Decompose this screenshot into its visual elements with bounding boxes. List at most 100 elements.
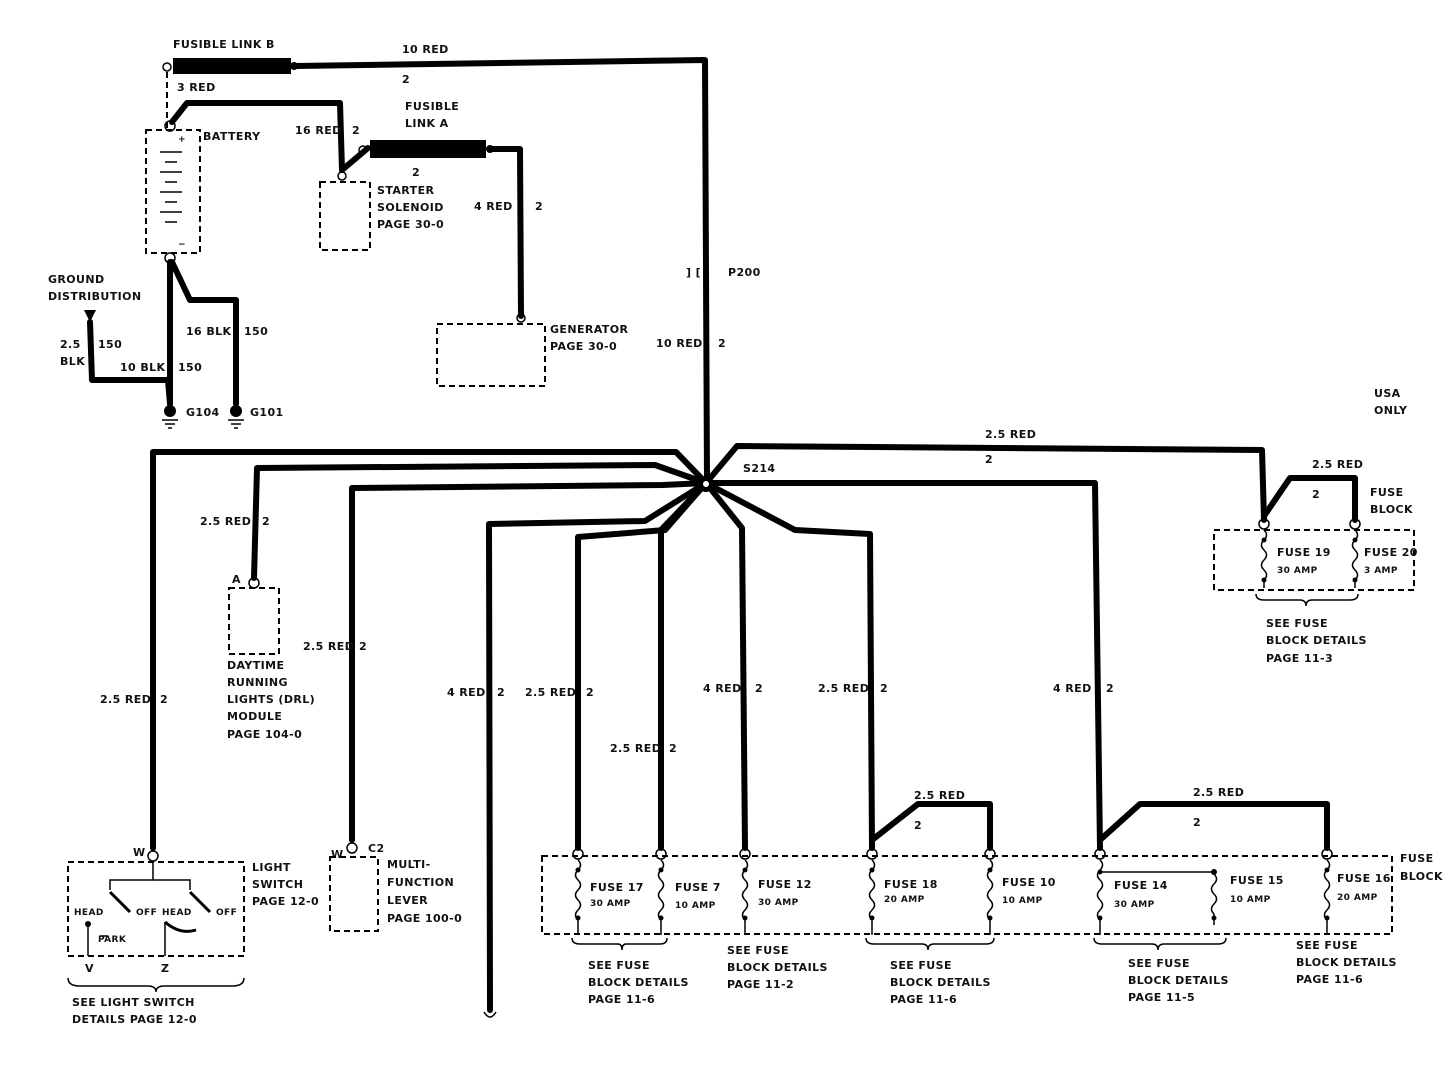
ls-pin-v: V xyxy=(85,962,94,975)
splice-label: S214 xyxy=(743,462,775,475)
fuse-19 xyxy=(1258,518,1270,588)
svg-text:−: − xyxy=(178,240,186,250)
wire-label: 10 RED xyxy=(402,43,449,56)
ground-icon xyxy=(228,405,244,429)
circuit-number: 2 xyxy=(160,693,168,706)
wire-label: 3 RED xyxy=(177,81,216,94)
bracket-icon xyxy=(67,977,245,993)
fuse-12 xyxy=(739,848,751,935)
fuse-name: FUSE 7 xyxy=(675,881,721,894)
wire-label: 4 RED xyxy=(703,682,742,695)
fuse-amp: 20 AMP xyxy=(1337,893,1378,903)
ls-pin-z: Z xyxy=(161,962,169,975)
circuit-number: 2 xyxy=(497,686,505,699)
fusible-link-a-label: FUSIBLE xyxy=(405,100,459,113)
wire-link-a xyxy=(339,145,371,173)
battery-label: BATTERY xyxy=(203,130,261,143)
mf-label: FUNCTION xyxy=(387,876,454,889)
circuit-number: 150 xyxy=(178,361,202,374)
fuse-amp: 30 AMP xyxy=(758,898,799,908)
circuit-number: 2 xyxy=(1312,488,1320,501)
starter-label: STARTER xyxy=(377,184,434,197)
ls-pin-w: W xyxy=(133,846,146,859)
see-details: BLOCK DETAILS xyxy=(1266,634,1367,647)
see-details: BLOCK DETAILS xyxy=(588,976,689,989)
circuit-number: 2 xyxy=(359,640,367,653)
see-details: SEE FUSE xyxy=(1128,957,1190,970)
fuse-14 xyxy=(1094,848,1106,935)
circuit-number: 2 xyxy=(1106,682,1114,695)
fuse-amp: 10 AMP xyxy=(1002,896,1043,906)
see-details: PAGE 11-3 xyxy=(1266,652,1333,665)
circuit-number: 2 xyxy=(718,337,726,350)
connector-bracket-icon: ] [ xyxy=(686,266,701,279)
ls-off-left: OFF xyxy=(136,908,157,918)
ground-icon xyxy=(162,405,178,429)
drl-label: MODULE xyxy=(227,710,282,723)
wire-jumper-f18-f10 xyxy=(869,801,993,851)
fuse-16 xyxy=(1321,848,1333,935)
wire-label: 2.5 RED xyxy=(610,742,661,755)
ls-label: LIGHT xyxy=(252,861,291,874)
circuit-number: 2 xyxy=(352,124,360,137)
ls-head-left: HEAD xyxy=(74,908,104,918)
fuse-name: FUSE 18 xyxy=(884,878,938,891)
ground-g104: G104 xyxy=(186,406,220,419)
wire-label: 4 RED xyxy=(1053,682,1092,695)
wire-label: 4 RED xyxy=(474,200,513,213)
fuse-18 xyxy=(866,848,878,935)
branch-wires xyxy=(150,443,1267,1013)
generator xyxy=(436,323,546,387)
ground-label: DISTRIBUTION xyxy=(48,290,141,303)
wire-label: 2.5 RED xyxy=(200,515,251,528)
drl-pin: A xyxy=(232,573,241,586)
light-switch xyxy=(67,861,245,957)
circuit-number: 2 xyxy=(985,453,993,466)
mf-label: MULTI- xyxy=(387,858,431,871)
circuit-number: 2 xyxy=(262,515,270,528)
fuse-amp: 30 AMP xyxy=(1114,900,1155,910)
svg-text:+: + xyxy=(178,135,186,145)
wire-label: 10 RED xyxy=(656,337,703,350)
see-details: BLOCK DETAILS xyxy=(1128,974,1229,987)
fuse-name: FUSE 15 xyxy=(1230,874,1284,887)
fuse-name: FUSE 16 xyxy=(1337,872,1391,885)
wire-label: 2.5 RED xyxy=(1193,786,1244,799)
wire-jumper-f14-f16 xyxy=(1097,801,1330,851)
wire-label: 2.5 RED xyxy=(525,686,576,699)
fuse-10 xyxy=(984,848,996,935)
wire-label: 4 RED xyxy=(447,686,486,699)
fuse-name: FUSE 12 xyxy=(758,878,812,891)
mf-pin-w: W xyxy=(331,848,344,861)
fuse-amp: 10 AMP xyxy=(675,901,716,911)
fuse-block-label: FUSE xyxy=(1400,852,1433,865)
main-fuse-block xyxy=(541,855,1393,935)
bracket-icon xyxy=(571,937,1227,951)
see-details: SEE FUSE xyxy=(1266,617,1328,630)
fuse-amp: 30 AMP xyxy=(1277,566,1318,576)
ls-details: SEE LIGHT SWITCH xyxy=(72,996,195,1009)
mf-connector: C2 xyxy=(368,842,385,855)
wire-label: 2.5 RED xyxy=(914,789,965,802)
circuit-number: 150 xyxy=(244,325,268,338)
wire-label: 16 BLK xyxy=(186,325,232,338)
fusible-link-a xyxy=(370,140,486,158)
connector-p200: P200 xyxy=(728,266,761,279)
see-details: BLOCK DETAILS xyxy=(1296,956,1397,969)
generator-label: PAGE 30-0 xyxy=(550,340,617,353)
circuit-number: 2 xyxy=(1193,816,1201,829)
switch-contacts-icon xyxy=(85,862,212,956)
see-details: PAGE 11-6 xyxy=(588,993,655,1006)
usa-only-label: ONLY xyxy=(1374,404,1408,417)
wire-continues-icon xyxy=(483,1011,497,1018)
circuit-number: 2 xyxy=(880,682,888,695)
fusible-link-b-label: FUSIBLE LINK B xyxy=(173,38,275,51)
see-details: BLOCK DETAILS xyxy=(890,976,991,989)
circuit-number: 2 xyxy=(402,73,410,86)
circuit-number: 2 xyxy=(914,819,922,832)
fuse-20 xyxy=(1349,518,1361,588)
fuse-name: FUSE 19 xyxy=(1277,546,1331,559)
fuse-amp: 20 AMP xyxy=(884,895,925,905)
fusible-link-a-label: LINK A xyxy=(405,117,449,130)
